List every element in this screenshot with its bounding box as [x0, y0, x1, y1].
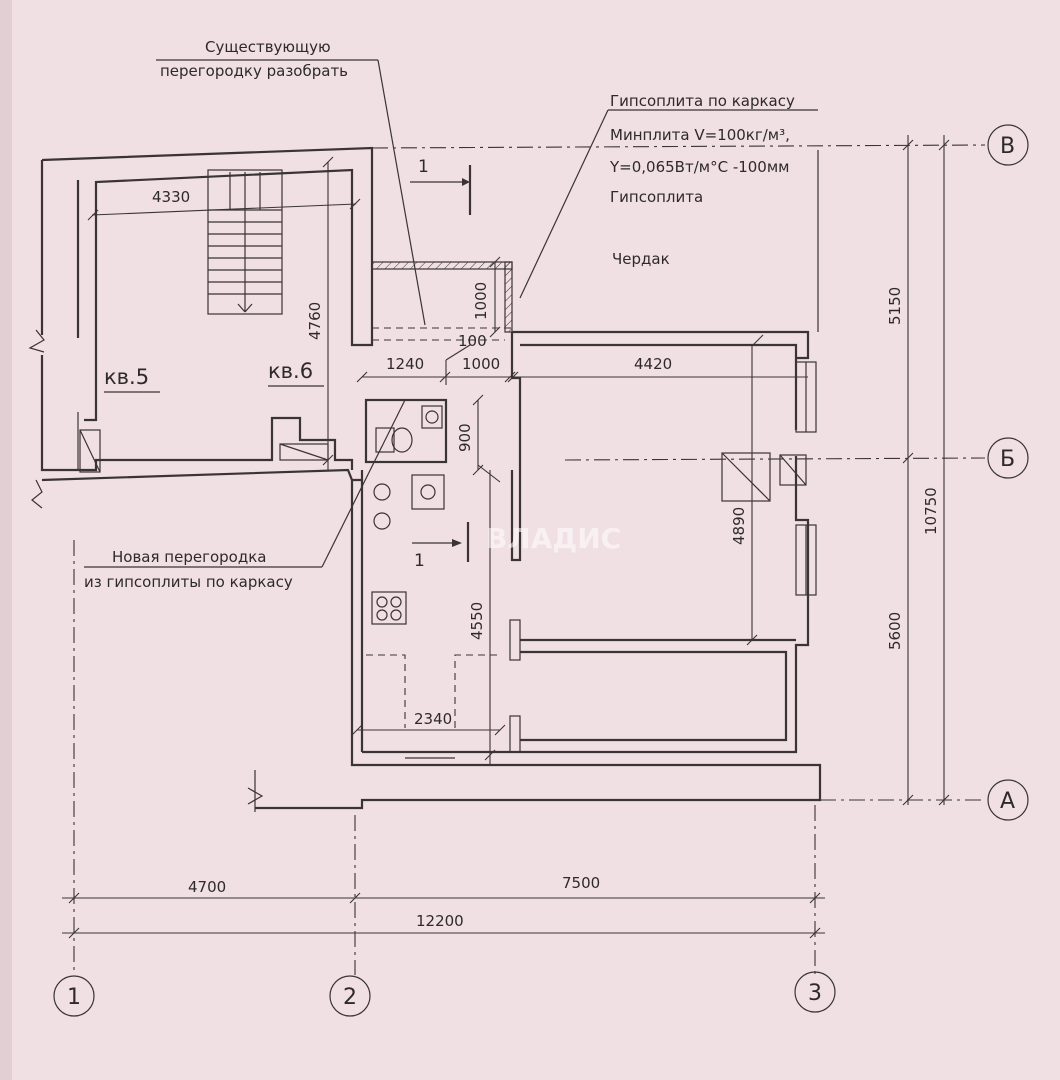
dim-4700: 4700	[188, 878, 226, 896]
dim-100: 100	[458, 332, 487, 350]
page-edge	[0, 0, 12, 1080]
axis-label-b: Б	[1000, 447, 1015, 472]
staircase	[207, 169, 283, 315]
axis-markers	[53, 124, 1029, 1017]
room-label-apt5: кв.5	[104, 365, 149, 389]
attic-partition	[371, 261, 513, 341]
dim-12200: 12200	[416, 912, 464, 930]
note-layer-1: Гипсоплита по каркасу	[610, 92, 795, 110]
note-new-partition-line2: из гипсоплиты по каркасу	[84, 573, 293, 591]
dim-1000: 1000	[462, 355, 500, 373]
dim-4550: 4550	[468, 602, 486, 640]
note-layer-2: Минплита V=100кг/м³,	[610, 126, 790, 144]
section-label-bottom: 1	[414, 551, 425, 571]
axis-label-3: 3	[808, 981, 822, 1006]
note-layer-3: Y=0,065Вт/м°С -100мм	[609, 158, 790, 176]
note-new-partition-line1: Новая перегородка	[112, 548, 266, 566]
section-mark-top	[410, 165, 472, 215]
axis-label-1: 1	[67, 985, 81, 1010]
watermark: ВЛАДИС	[486, 522, 621, 555]
dimension-lines	[62, 135, 950, 939]
left-apartment-walls	[28, 146, 374, 509]
dim-4420: 4420	[634, 355, 672, 373]
dim-1000-vertical: 1000	[472, 282, 490, 320]
dim-1240: 1240	[386, 355, 424, 373]
section-mark-bottom	[412, 522, 470, 562]
dim-4330: 4330	[152, 188, 190, 206]
dim-4890: 4890	[730, 507, 748, 545]
dim-7500: 7500	[562, 874, 600, 892]
note-existing-partition-line2: перегородку разобрать	[160, 62, 348, 80]
right-apartment-walls	[247, 330, 822, 812]
room-label-apt6: кв.6	[268, 359, 313, 383]
dim-5600: 5600	[886, 612, 904, 650]
dim-900: 900	[456, 423, 474, 452]
axis-lines	[73, 144, 986, 975]
section-label-top: 1	[418, 157, 429, 177]
axis-label-2: 2	[343, 985, 357, 1010]
axis-label-a: А	[1000, 789, 1015, 814]
dim-5150: 5150	[886, 287, 904, 325]
axis-label-v: В	[1000, 134, 1015, 159]
dim-10750: 10750	[922, 487, 940, 535]
dim-2340: 2340	[414, 710, 452, 728]
note-leaders	[84, 59, 818, 568]
note-layer-4: Гипсоплита	[610, 188, 703, 206]
note-attic: Чердак	[612, 250, 670, 268]
dim-4760: 4760	[306, 302, 324, 340]
note-existing-partition-line1: Существующую	[205, 38, 331, 56]
